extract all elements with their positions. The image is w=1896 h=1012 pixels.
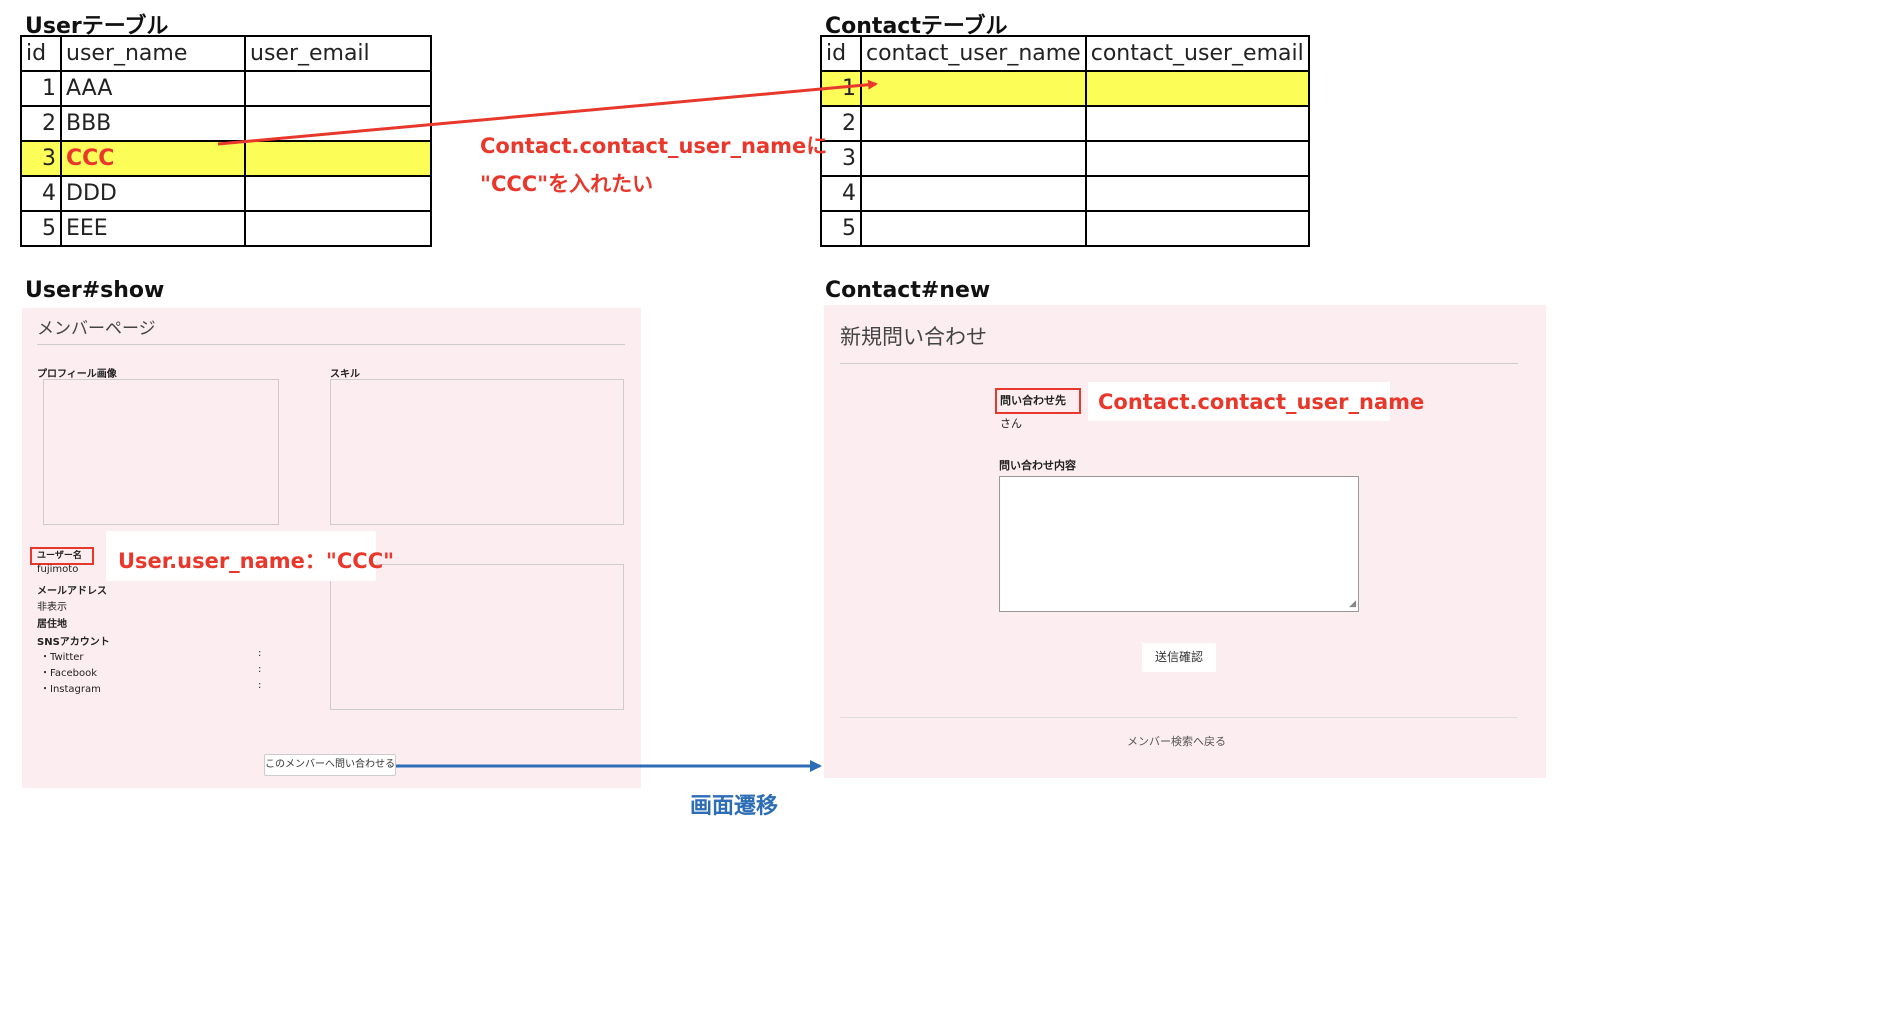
cell-user-name: CCC bbox=[60, 140, 246, 177]
username-callout: User.user_name："CCC" bbox=[106, 531, 395, 581]
to-label: 問い合わせ先 bbox=[1000, 394, 1066, 407]
user-table-title: Userテーブル bbox=[25, 14, 169, 39]
skill-box bbox=[330, 379, 624, 525]
sns-item-twitter: ・Twitter bbox=[40, 652, 84, 663]
table-header-row: id contact_user_name contact_user_email bbox=[820, 35, 1310, 72]
column-header-id: id bbox=[820, 35, 862, 72]
cell-user-name: EEE bbox=[60, 210, 246, 247]
resize-handle-icon[interactable]: ◢ bbox=[1349, 599, 1356, 609]
data-flow-arrow bbox=[217, 79, 878, 146]
sns-label: SNSアカウント bbox=[37, 637, 110, 648]
table-row: 4 DDD bbox=[20, 175, 432, 212]
column-header-contact-user-name: contact_user_name bbox=[860, 35, 1087, 72]
sns-colon: : bbox=[258, 648, 262, 659]
sns-colon: : bbox=[258, 680, 262, 691]
cell-user-name: BBB bbox=[60, 105, 246, 142]
annotation-line-2: "CCC"を入れたい bbox=[480, 172, 654, 196]
highlighted-table-row: 1 bbox=[820, 70, 1310, 107]
cell-user-name: DDD bbox=[60, 175, 246, 212]
user-table: id user_name user_email 1 AAA 2 BBB 3 CC… bbox=[20, 35, 432, 247]
table-row: 5 bbox=[820, 210, 1310, 247]
page-title: 新規問い合わせ bbox=[840, 325, 987, 349]
cell-id: 5 bbox=[20, 210, 62, 247]
sns-colon: : bbox=[258, 664, 262, 675]
to-label-frame: 問い合わせ先 bbox=[995, 388, 1081, 414]
username-callout-text: User.user_name："CCC" bbox=[118, 549, 395, 573]
cell-id: 4 bbox=[20, 175, 62, 212]
location-label: 居住地 bbox=[37, 619, 67, 630]
cell-id: 4 bbox=[820, 175, 862, 212]
cell-contact-user-email bbox=[1084, 175, 1310, 212]
to-callout-text: Contact.contact_user_name bbox=[1098, 390, 1425, 414]
transition-label: 画面遷移 bbox=[690, 794, 779, 819]
column-header-user-email: user_email bbox=[244, 35, 432, 72]
table-row: 5 EEE bbox=[20, 210, 432, 247]
cell-contact-user-name bbox=[860, 105, 1087, 142]
username-label: ユーザー名 bbox=[37, 551, 82, 561]
back-to-search-link[interactable]: メンバー検索へ戻る bbox=[1127, 735, 1226, 748]
table-row: 2 BBB bbox=[20, 105, 432, 142]
cell-id: 2 bbox=[820, 105, 862, 142]
divider bbox=[840, 717, 1518, 718]
san-text: さん bbox=[1000, 417, 1022, 430]
sns-item-instagram: ・Instagram bbox=[40, 684, 101, 695]
cell-user-name: AAA bbox=[60, 70, 246, 107]
cell-user-email bbox=[244, 175, 432, 212]
content-label: 問い合わせ内容 bbox=[999, 459, 1076, 472]
highlighted-table-row: 3 CCC bbox=[20, 140, 432, 177]
user-show-screen: メンバーページ プロフィール画像 スキル ユーザー名 User.user_nam… bbox=[22, 308, 641, 788]
table-header-row: id user_name user_email bbox=[20, 35, 432, 72]
table-row: 2 bbox=[820, 105, 1310, 142]
cell-id: 2 bbox=[20, 105, 62, 142]
table-row: 1 AAA bbox=[20, 70, 432, 107]
cell-contact-user-name bbox=[860, 175, 1087, 212]
cell-user-email bbox=[244, 70, 432, 107]
cell-contact-user-email bbox=[1084, 210, 1310, 247]
column-header-user-name: user_name bbox=[60, 35, 246, 72]
description-box bbox=[330, 564, 624, 710]
contact-table: id contact_user_name contact_user_email … bbox=[820, 35, 1310, 247]
profile-image-label: プロフィール画像 bbox=[37, 369, 117, 380]
table-row: 4 bbox=[820, 175, 1310, 212]
cell-contact-user-email bbox=[1084, 70, 1310, 107]
cell-contact-user-name bbox=[860, 140, 1087, 177]
confirm-button[interactable]: 送信確認 bbox=[1142, 643, 1216, 672]
cell-contact-user-name bbox=[860, 70, 1087, 107]
page-title: メンバーページ bbox=[37, 319, 156, 339]
cell-id: 5 bbox=[820, 210, 862, 247]
divider bbox=[840, 363, 1518, 364]
cell-contact-user-email bbox=[1084, 140, 1310, 177]
email-label: メールアドレス bbox=[37, 586, 107, 597]
sns-item-facebook: ・Facebook bbox=[40, 668, 97, 679]
column-header-contact-user-email: contact_user_email bbox=[1084, 35, 1310, 72]
cell-user-email bbox=[244, 210, 432, 247]
cell-id: 3 bbox=[20, 140, 62, 177]
divider bbox=[37, 344, 625, 345]
contact-member-button[interactable]: このメンバーへ問い合わせる bbox=[264, 754, 396, 776]
cell-contact-user-email bbox=[1084, 105, 1310, 142]
contact-new-screen: 新規問い合わせ 問い合わせ先 Contact.contact_user_name… bbox=[824, 305, 1546, 778]
table-row: 3 bbox=[820, 140, 1310, 177]
column-header-id: id bbox=[20, 35, 62, 72]
skill-label: スキル bbox=[330, 369, 360, 380]
cell-user-email bbox=[244, 140, 432, 177]
cell-contact-user-name bbox=[860, 210, 1087, 247]
contact-table-title: Contactテーブル bbox=[825, 14, 1008, 39]
content-textarea[interactable]: ◢ bbox=[999, 476, 1359, 612]
cell-id: 3 bbox=[820, 140, 862, 177]
annotation-line-1: Contact.contact_user_nameに bbox=[480, 134, 828, 158]
username-label-frame: ユーザー名 bbox=[30, 547, 94, 565]
user-show-title: User#show bbox=[25, 278, 165, 303]
contact-new-title: Contact#new bbox=[825, 278, 991, 303]
username-value: fujimoto bbox=[37, 564, 79, 575]
cell-user-email bbox=[244, 105, 432, 142]
to-callout: Contact.contact_user_name bbox=[1088, 382, 1425, 421]
email-value: 非表示 bbox=[37, 602, 67, 613]
cell-id: 1 bbox=[20, 70, 62, 107]
profile-image-box bbox=[43, 379, 279, 525]
